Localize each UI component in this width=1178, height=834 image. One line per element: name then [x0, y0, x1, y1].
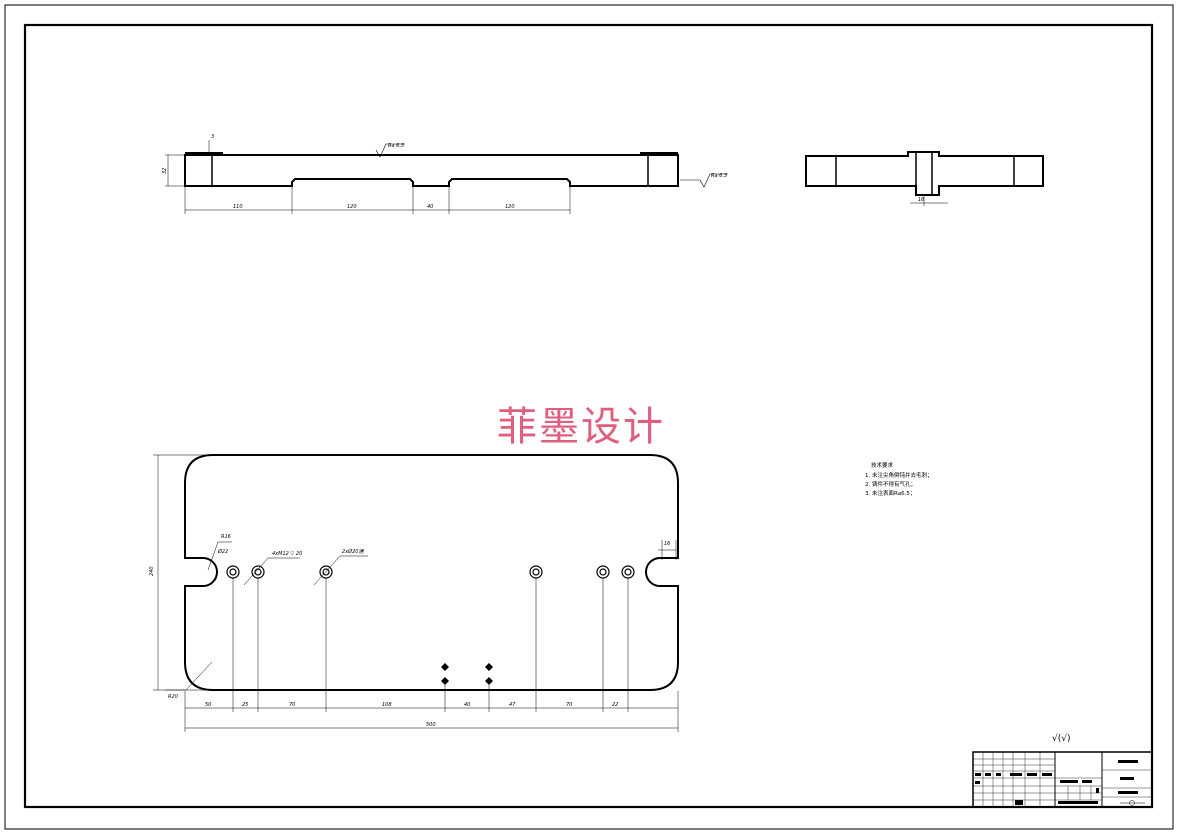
plan-bottom-dim-7: 70	[566, 702, 572, 708]
tech-req-item-3: 3. 未注表面Ra6.5；	[865, 489, 915, 497]
roughness-symbol: √(√)	[1052, 733, 1071, 744]
front-dim-4: 120	[505, 204, 515, 210]
front-dim-3: 40	[427, 204, 433, 210]
plan-overall-length: 500	[426, 722, 436, 728]
tech-req-item-1: 1. 未注尖角倒钝并去毛刺；	[865, 471, 933, 479]
tech-req-heading: 技术要求	[871, 461, 894, 469]
plan-hole-label-2: 2xØ20通	[342, 548, 364, 555]
plan-view-outline	[184, 454, 679, 691]
title-block	[972, 751, 1153, 808]
plan-bottom-dim-6: 47	[509, 702, 516, 708]
front-view-outline	[184, 154, 679, 187]
plan-bottom-dim-3: 70	[289, 702, 295, 708]
outer-border	[4, 4, 1174, 830]
plan-dim-slot-right: 16	[664, 541, 670, 547]
front-finish-label: Ra 6.3	[388, 143, 404, 149]
plan-bottom-dim-4: 108	[382, 702, 392, 708]
plan-bottom-dim-8: 22	[612, 702, 618, 708]
plan-dim-corner-radius: R20	[168, 694, 178, 700]
tech-req-item-2: 2. 铸件不得有气孔；	[865, 480, 916, 488]
plan-bottom-dim-5: 40	[464, 702, 470, 708]
hole-group	[226, 565, 635, 579]
side-view-outline	[805, 151, 1044, 196]
watermark: 菲墨设计	[497, 404, 665, 450]
front-dim-height: 32	[162, 168, 168, 174]
front-dim-1: 110	[233, 204, 243, 210]
front-finish-right-label: Ra 6.3	[711, 173, 727, 179]
side-view	[805, 151, 1044, 206]
plan-hole-label-1: 4xM12 ▽ 20	[272, 551, 302, 557]
plan-bottom-dim-1: 50	[205, 702, 211, 708]
plan-bottom-dim-2: 25	[242, 702, 248, 708]
plan-dim-d-slot: Ø22	[217, 548, 228, 555]
inner-frame	[23, 23, 1154, 809]
front-view	[165, 140, 728, 214]
plan-view	[153, 454, 679, 732]
front-dim-2: 120	[347, 204, 357, 210]
side-dim-slot: 16	[918, 197, 924, 203]
plan-dim-r-top: R16	[221, 534, 231, 540]
front-dim-small: 3	[211, 134, 214, 140]
plan-dim-height: 240	[149, 566, 155, 576]
dowel-holes	[441, 663, 493, 685]
